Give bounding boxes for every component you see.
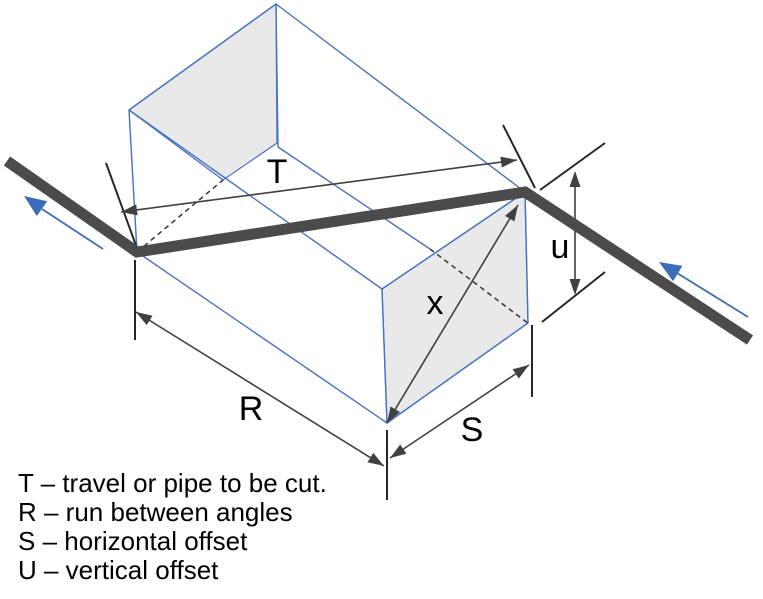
pipe bbox=[3, 156, 754, 345]
flow-arrowhead-icon bbox=[659, 262, 683, 282]
legend-line-horizontal-offset: S – horizontal offset bbox=[18, 526, 248, 556]
label-vertical-offset: u bbox=[551, 228, 570, 266]
dimension-run bbox=[134, 260, 388, 500]
legend-line-travel: T – travel or pipe to be cut. bbox=[18, 468, 327, 498]
flow-arrow-right bbox=[659, 262, 749, 318]
dimension-true-offset bbox=[386, 204, 519, 424]
legend-line-run: R – run between angles bbox=[18, 497, 293, 527]
box-wireframe bbox=[128, 3, 529, 424]
label-run: R bbox=[239, 390, 264, 428]
back-left-face bbox=[127, 2, 278, 181]
dimension-horizontal-offset bbox=[389, 325, 533, 459]
legend-line-vertical-offset: U – vertical offset bbox=[18, 555, 219, 585]
dimension-vertical-offset bbox=[539, 142, 606, 323]
hidden-edges bbox=[136, 179, 530, 325]
flow-arrow-left bbox=[24, 196, 104, 250]
label-horizontal-offset: S bbox=[461, 411, 484, 449]
offset-plane-face bbox=[381, 190, 529, 425]
legend: T – travel or pipe to be cut. R – run be… bbox=[18, 468, 327, 585]
label-true-offset: x bbox=[427, 284, 444, 322]
label-travel: T bbox=[267, 153, 288, 191]
flow-arrowhead-icon bbox=[24, 196, 48, 216]
dimension-travel bbox=[105, 124, 536, 252]
